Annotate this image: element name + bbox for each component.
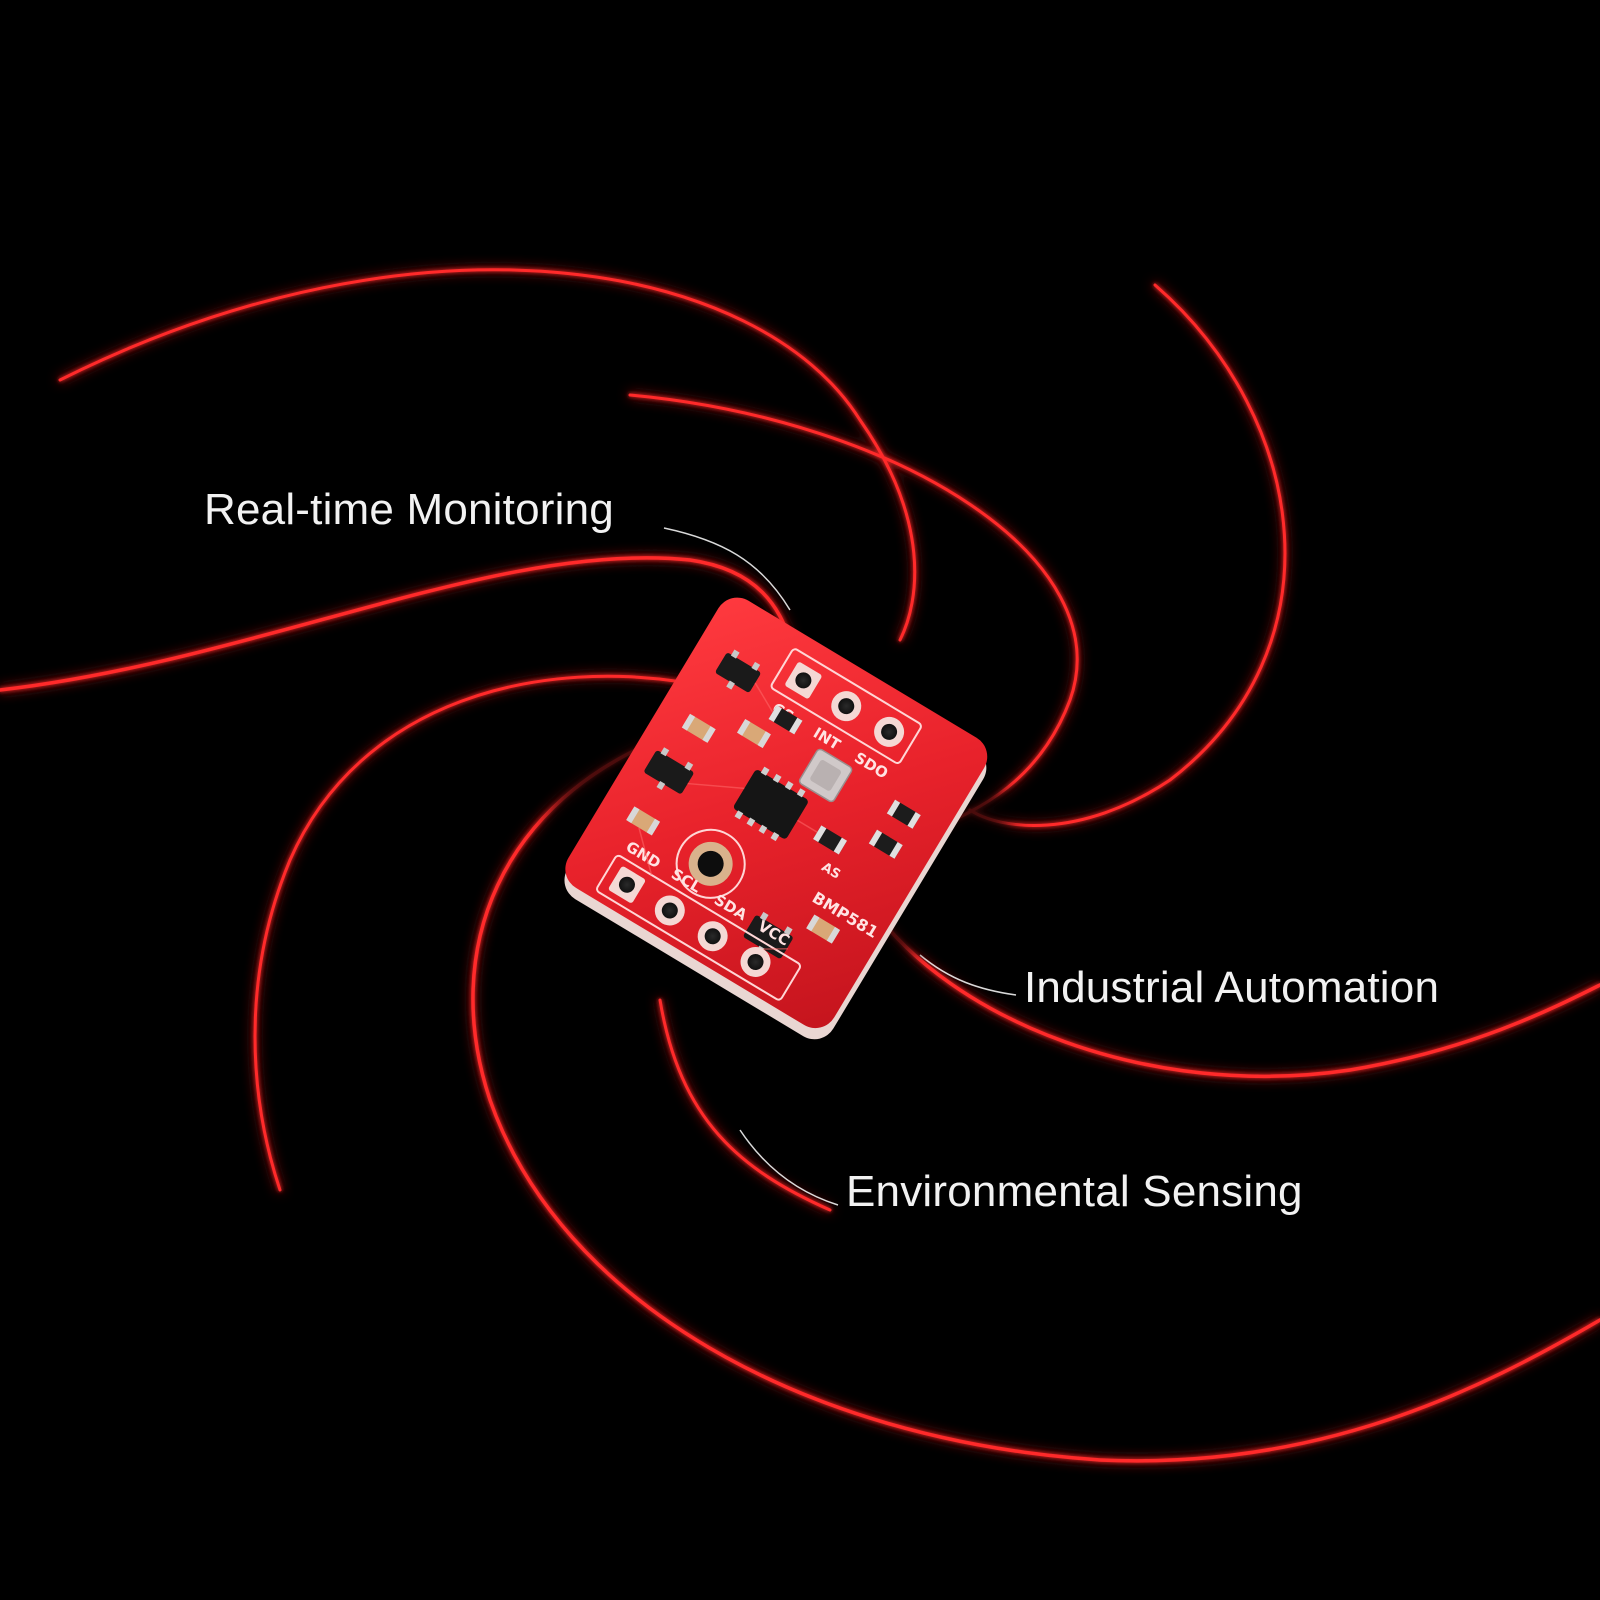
glow-line [868, 903, 1600, 1078]
pin-hole [618, 876, 635, 893]
bottom-header-pins [608, 866, 771, 977]
sot-component [715, 649, 761, 693]
feature-label-environmental-sensing: Environmental Sensing [846, 1167, 1303, 1216]
capacitor [681, 713, 716, 743]
pin-hole [704, 928, 721, 945]
glow-line [0, 556, 792, 692]
resistor [868, 829, 903, 859]
glow-line [658, 998, 832, 1212]
feature-label-industrial-automation: Industrial Automation [1024, 963, 1440, 1012]
leader-line [919, 954, 1017, 996]
resistor [768, 705, 803, 735]
glow-line [253, 674, 702, 1192]
glow-line [58, 268, 917, 642]
pin-hole [838, 698, 855, 715]
resistor [886, 799, 921, 829]
capacitor [806, 914, 841, 944]
capacitor [736, 718, 771, 749]
glow-line [968, 283, 1287, 827]
top-header-outline [770, 648, 922, 764]
pin-hole [881, 723, 898, 740]
top-header-pins [785, 662, 905, 747]
pin-hole [795, 672, 812, 689]
pin-hole [747, 953, 764, 970]
leader-line [739, 1129, 839, 1206]
leader-line [663, 527, 791, 611]
board-traces [638, 682, 818, 950]
bottom-header-outline [596, 854, 801, 1001]
glow-lines [0, 268, 1600, 1463]
ic-chip [733, 766, 808, 842]
sot-component [644, 747, 694, 794]
pressure-sensor-chip [798, 748, 853, 803]
mounting-hole [675, 828, 746, 899]
resistor [813, 825, 848, 855]
capacitor [626, 806, 661, 836]
glow-line [471, 733, 1600, 1463]
pin-hole [661, 902, 678, 919]
leader-lines [663, 527, 1017, 1206]
feature-label-real-time-monitoring: Real-time Monitoring [204, 485, 614, 534]
sensor-board: CS INT SDO [564, 597, 988, 1040]
